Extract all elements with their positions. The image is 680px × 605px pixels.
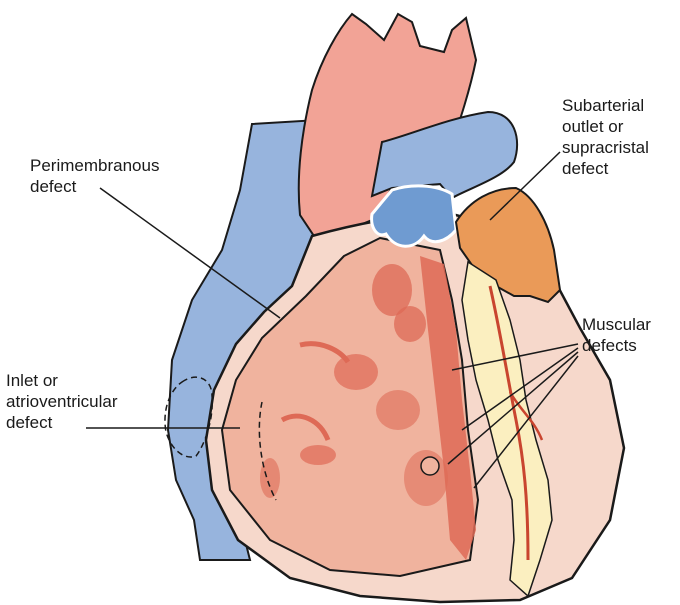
label-subarterial-line3: supracristal (562, 138, 649, 157)
aorta (297, 12, 478, 244)
label-muscular: Muscular defects (582, 314, 651, 356)
muscular-leader-line-1 (451, 343, 579, 371)
label-perimembranous-line2: defect (30, 177, 77, 196)
trabecula (300, 445, 336, 465)
trabecula (376, 390, 420, 430)
conduction-tissue (461, 260, 553, 598)
coronary-vessel-branch (508, 391, 544, 441)
label-muscular-line2: defects (582, 336, 637, 355)
label-inlet: Inlet or atrioventricular defect (6, 370, 118, 433)
label-perimembranous: Perimembranous defect (30, 155, 159, 197)
trabecula (372, 264, 412, 316)
label-subarterial-line2: outlet or (562, 117, 624, 136)
label-muscular-line1: Muscular (582, 315, 651, 334)
perimembranous-leader-line (99, 187, 281, 319)
pulmonary-trunk (370, 110, 519, 200)
label-inlet-line2: atrioventricular (6, 392, 118, 411)
label-inlet-line3: defect (6, 413, 53, 432)
septal-band (420, 256, 476, 560)
trabecula (334, 354, 378, 390)
label-subarterial-line1: Subarterial (562, 96, 645, 115)
muscular-leader-line-2 (461, 347, 579, 431)
coronary-vessel (488, 285, 530, 561)
inlet-defect-dashed-outline (164, 376, 213, 458)
muscular-defect-marker (420, 456, 440, 476)
muscular-leader-line-3 (447, 351, 579, 465)
label-subarterial-line4: defect (562, 159, 609, 178)
label-subarterial: Subarterial outlet or supracristal defec… (562, 95, 649, 179)
trabecula (260, 458, 280, 498)
label-perimembranous-line1: Perimembranous (30, 156, 160, 175)
muscular-leader-line-4 (473, 355, 579, 489)
trabecula (394, 306, 426, 342)
trabecula (280, 413, 331, 442)
subarterial-leader-line (489, 151, 561, 221)
pulmonary-valve (370, 184, 458, 248)
label-inlet-line1: Inlet or (6, 371, 58, 390)
trabecula (299, 341, 351, 364)
